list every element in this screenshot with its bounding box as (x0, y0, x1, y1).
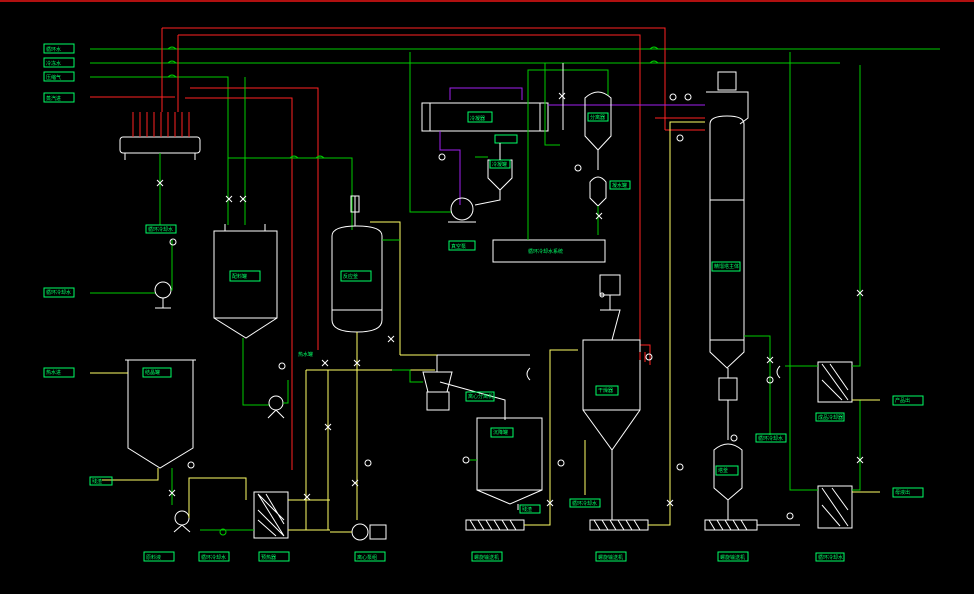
label-crystal-tank: 结晶罐 (145, 369, 160, 376)
heat-exchanger-right-top (817, 361, 853, 403)
screw-conveyor-3 (704, 519, 758, 531)
separator-top (584, 91, 612, 151)
label-reactor: 反应釜 (343, 273, 358, 280)
inlet-box-4 (43, 92, 75, 103)
mother-liquor-box (892, 487, 924, 498)
bottom-label-4: 离心泵组 (357, 554, 377, 561)
label-separator-top: 分离器 (590, 114, 605, 121)
cooling-system-box (492, 239, 606, 263)
air-header (90, 76, 229, 225)
bottom-label-3: 预热器 (261, 554, 276, 561)
centrifugal-pump-set (351, 523, 369, 541)
transfer-pump-1 (268, 395, 284, 411)
cw-box-left-top (145, 224, 177, 234)
inlet-label-4: 蒸汽进 (46, 95, 61, 102)
condenser-top (421, 102, 549, 132)
label-cw-bottom: 循环冷却水 (818, 554, 843, 561)
label-hot-water-in: 热水进 (46, 369, 61, 376)
inlet-label-1: 循环水 (46, 46, 61, 53)
label-residue: 残渣 (92, 478, 102, 485)
distillation-column (709, 115, 745, 369)
hot-water-inlet-box (43, 367, 75, 378)
bottom-label-5: 螺旋输送机 (474, 554, 499, 561)
label-small-tank: 冷凝罐 (492, 161, 507, 168)
label-bottom-tank: 塔釜 (718, 467, 728, 474)
label-mother-liquor: 母液出 (895, 489, 910, 496)
reactor (331, 225, 383, 333)
bottom-label-7: 螺旋输送机 (720, 554, 745, 561)
preheater (253, 491, 289, 539)
collector-tank (589, 176, 607, 207)
inlet-box-1 (43, 43, 75, 54)
inlet-label-3: 压缩气 (46, 74, 61, 81)
crystal-tank (127, 359, 194, 469)
label-cooling-system: 循环冷却水系统 (528, 248, 563, 255)
label-cw-right: 循环冷却水 (758, 435, 783, 442)
inlet-box-2 (43, 57, 75, 68)
bottom-tank (713, 443, 743, 501)
feed-pump-1 (154, 281, 172, 299)
label-hx-right-top: 成品冷却器 (818, 414, 843, 421)
label-residue-2: 残渣 (522, 506, 532, 513)
bottom-label-2: 循环冷却水 (201, 554, 226, 561)
dryer (582, 339, 641, 451)
label-settle-tank: 沉降罐 (493, 429, 508, 436)
steam-main-red (162, 27, 666, 130)
heat-exchanger-right-bottom (817, 485, 853, 529)
label-cw-out-1: 循环冷却水 (148, 226, 173, 233)
bottom-label-6: 螺旋输送机 (598, 554, 623, 561)
steam-red-2 (178, 34, 641, 345)
feed-pump-2 (174, 510, 190, 526)
title-bar-line (0, 0, 974, 2)
vacuum-pump (450, 197, 474, 221)
label-column: 精馏塔主体 (714, 263, 739, 270)
label-condenser-top: 冷凝器 (470, 115, 485, 122)
settle-tank (476, 417, 543, 505)
label-vacuum-pump: 真空泵 (451, 243, 466, 250)
label-collector-tank: 凝水罐 (612, 182, 627, 189)
product-out-box (892, 395, 924, 406)
label-cw-mid: 循环冷却水 (572, 500, 597, 507)
label-dryer: 干燥器 (598, 387, 613, 394)
steam-distributor (119, 136, 201, 154)
label-mix-tank: 配料罐 (232, 273, 247, 280)
cw-inlet-box (43, 287, 75, 298)
mix-tank (213, 230, 278, 339)
column-top-unit (717, 71, 737, 91)
label-cw-left: 循环冷却水 (46, 289, 71, 296)
centrifuge (422, 371, 453, 393)
bottom-label-1: 原料液 (146, 554, 161, 561)
label-centrifuge: 离心分离机 (468, 393, 493, 400)
inlet-box-3 (43, 71, 75, 82)
label-hot-water: 热水罐 (298, 351, 313, 358)
label-product-out: 产品出 (895, 397, 910, 404)
inlet-label-2: 冷冻水 (46, 60, 61, 67)
